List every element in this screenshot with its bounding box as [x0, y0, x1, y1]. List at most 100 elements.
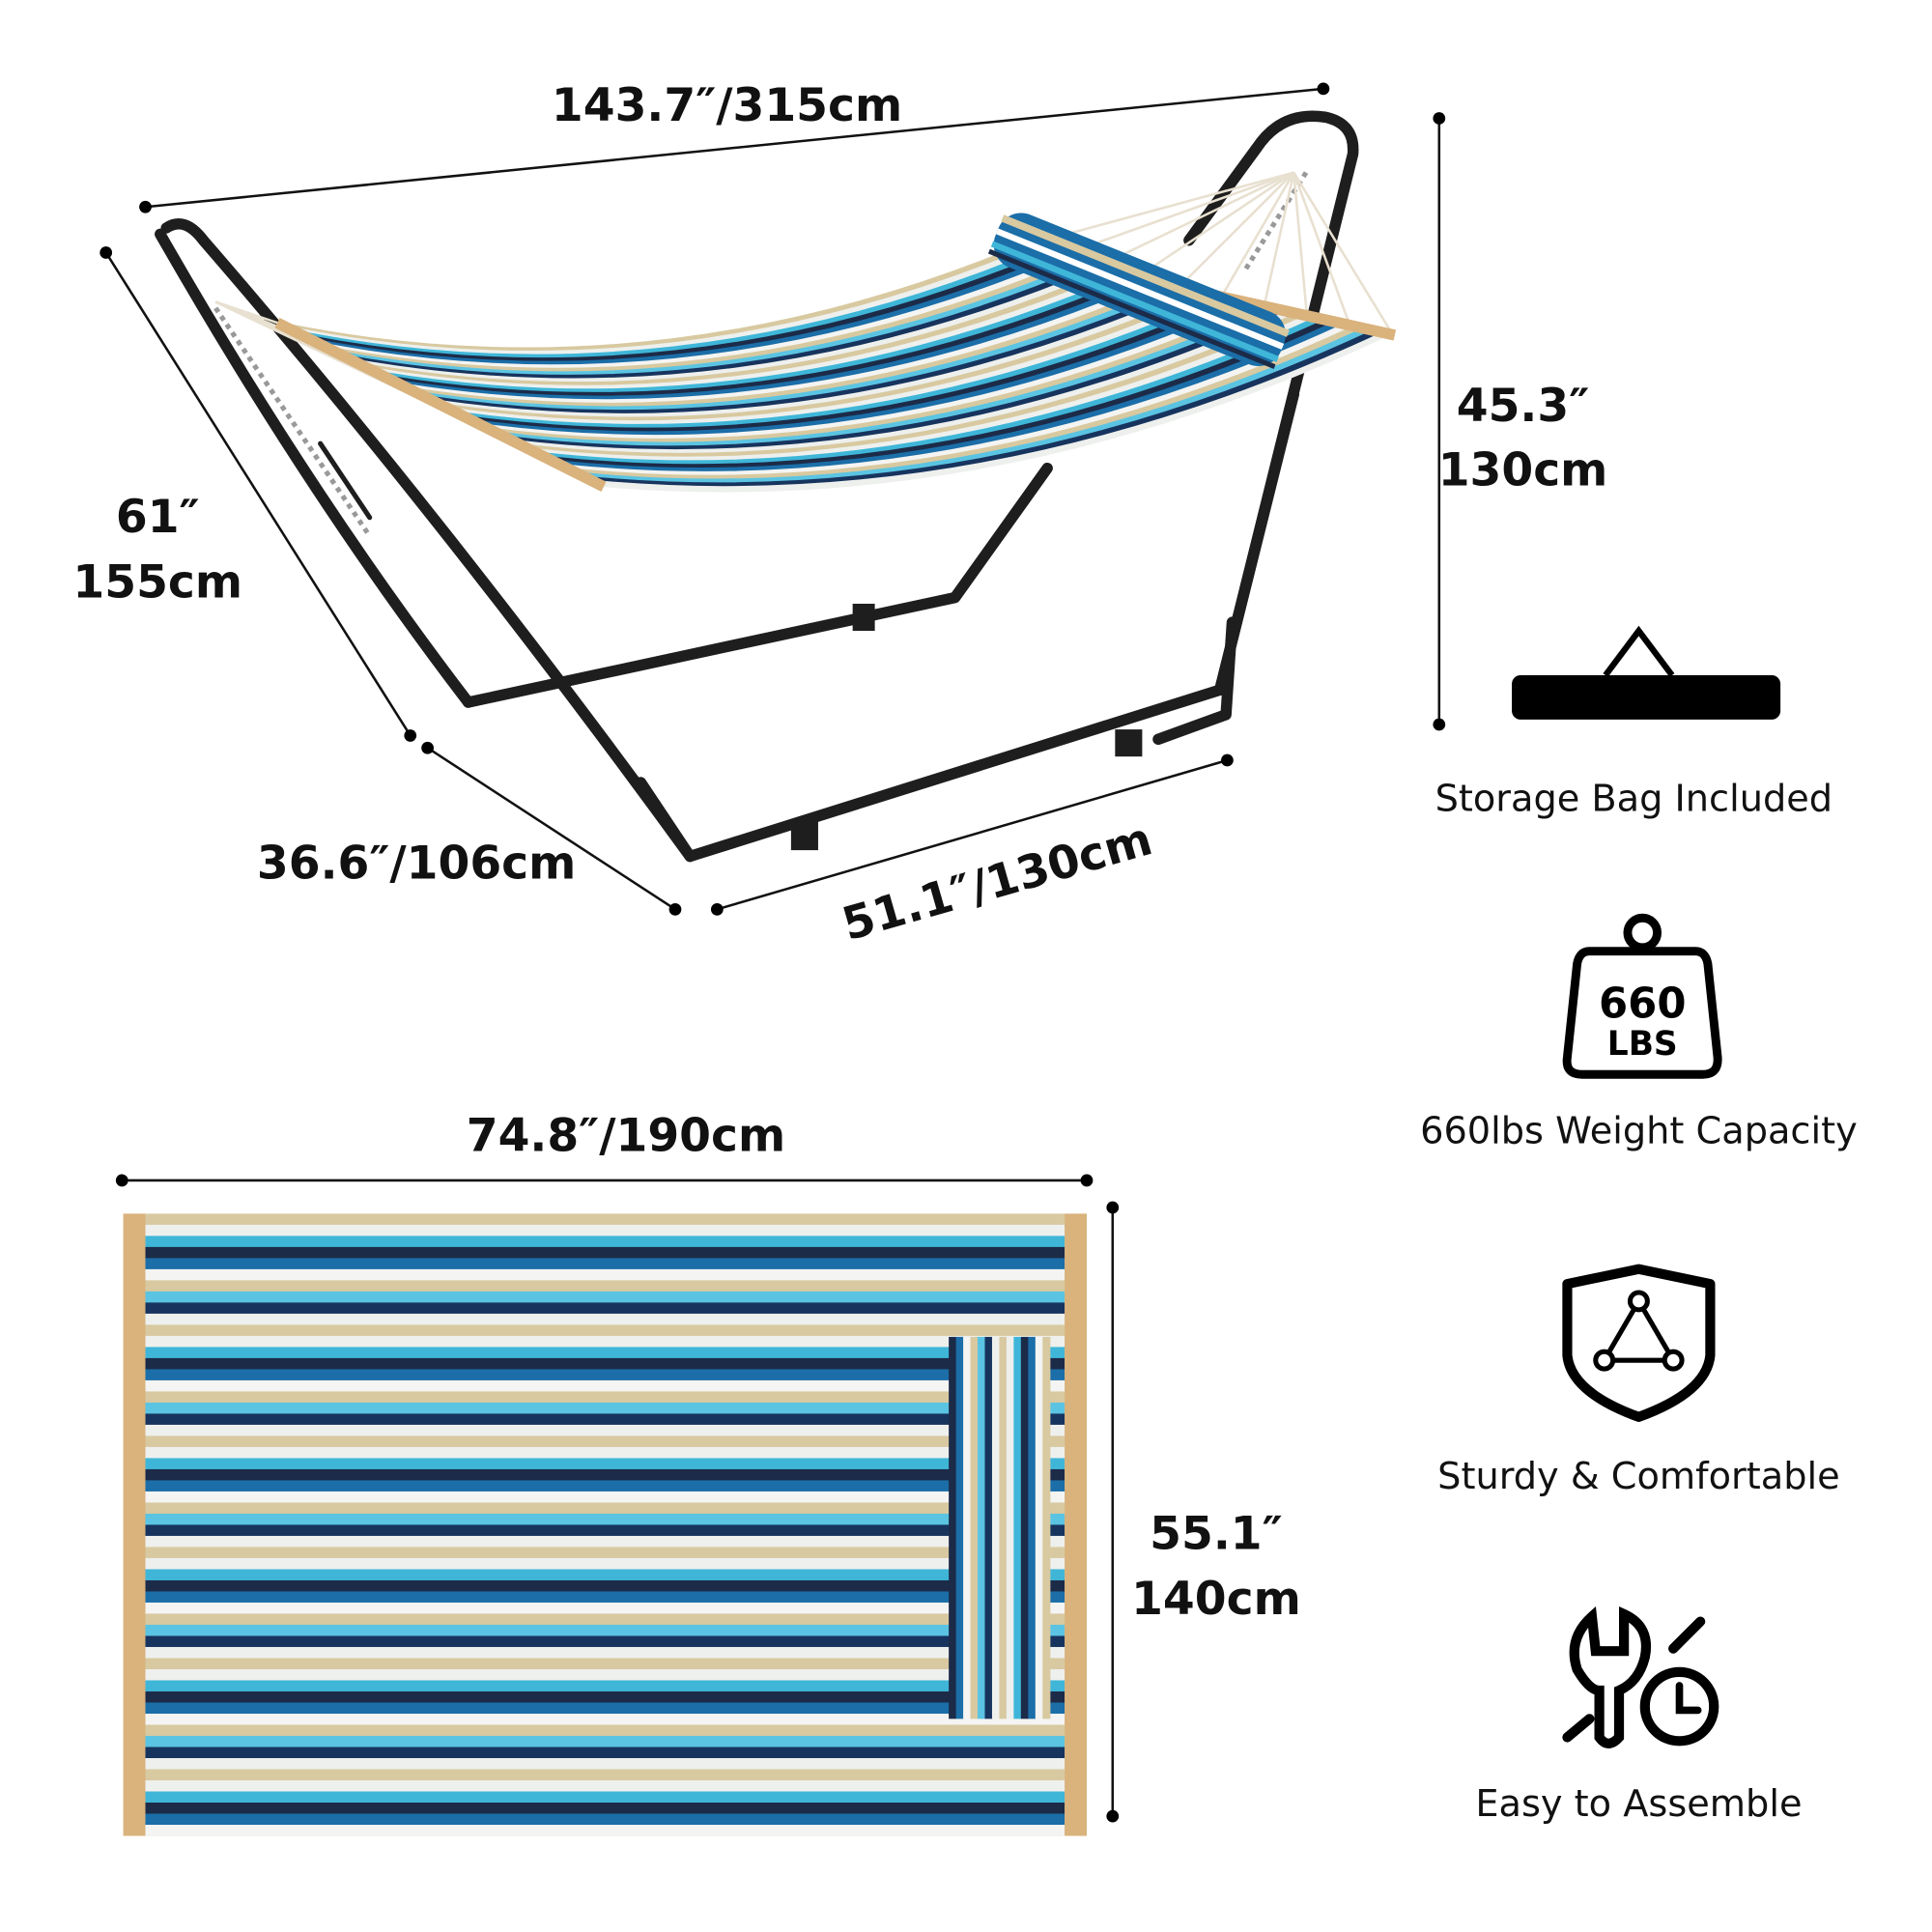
bed-stripe: [145, 1513, 1065, 1526]
diagonal-cm-label: 155cm: [72, 556, 242, 610]
bed-stripe: [145, 1713, 1065, 1726]
bed-stripe: [145, 1547, 1065, 1559]
frame: [155, 110, 1359, 863]
base-width-label: 36.6″/106cm: [257, 837, 576, 890]
storage-bag-icon: [1512, 625, 1781, 720]
bed-width-in-label: 55.1″: [1150, 1507, 1283, 1560]
hammock-stripe: [460, 294, 1226, 431]
pillow-stripe: [949, 1336, 957, 1719]
bed-stripe: [145, 1658, 1065, 1670]
bed-stripe: [145, 1391, 1065, 1404]
hammock-stripe: [396, 277, 1149, 402]
hammock-stripe: [404, 279, 1158, 406]
bed-stripe: [145, 1680, 1065, 1692]
hammock-stripe: [540, 315, 1322, 467]
bed-stripe: [145, 1357, 1065, 1371]
bed-stripe: [145, 1769, 1065, 1781]
bed-stripe: [145, 1413, 1065, 1426]
pillow-stripe: [963, 1336, 972, 1719]
weight-number: 660: [1599, 980, 1687, 1029]
hammock-stripe: [573, 324, 1360, 482]
pillow-stripe: [1035, 1336, 1043, 1719]
frame-bracket: [790, 819, 818, 851]
bed-stripe: [145, 1646, 1065, 1660]
bed-stripe: [145, 1369, 1065, 1381]
hammock-stripe: [581, 326, 1370, 485]
bed-stripe: [145, 1480, 1065, 1492]
frame-bracket: [1115, 729, 1143, 757]
hammock-stripe: [517, 308, 1293, 456]
bed-stripe: [145, 1213, 1065, 1226]
bed-stripe: [145, 1702, 1065, 1715]
hammock-stripe: [476, 298, 1245, 438]
bed-stripe: [145, 1690, 1065, 1704]
hammock-stripe: [469, 296, 1236, 434]
rope: [1220, 171, 1295, 298]
bed-stripe: [145, 1602, 1065, 1615]
tools-clock-icon: [1562, 1605, 1719, 1748]
weight-unit: LBS: [1607, 1025, 1678, 1064]
rope: [1263, 172, 1295, 307]
pillow-3d: [987, 213, 1290, 369]
bed-stripe: [145, 1324, 1065, 1337]
hammock-stripe: [525, 311, 1303, 460]
height-in-label: 45.3″: [1457, 380, 1590, 433]
pillow-stripe: [978, 1336, 986, 1719]
frame-bracket: [852, 604, 875, 632]
bed-stripe: [145, 1335, 1065, 1349]
hammock-stripe: [493, 302, 1264, 445]
pillow-top: [949, 1336, 1051, 1719]
bed-stripe: [145, 1624, 1065, 1637]
bed-stripe: [145, 1803, 1065, 1815]
bed-stripe: [145, 1757, 1065, 1771]
weight-icon: 660 LBS: [1562, 913, 1722, 1079]
pillow-stripe: [1020, 1336, 1029, 1719]
bed-stripe: [145, 1280, 1065, 1293]
bed-stripe: [145, 1502, 1065, 1515]
bed-stripe: [145, 1491, 1065, 1504]
rope: [1178, 171, 1295, 289]
hammock-stripe: [372, 270, 1121, 392]
bed-stripe: [145, 1557, 1065, 1571]
pillow-stripe: [1028, 1336, 1037, 1719]
feature-sturdy: Sturdy & Comfortable: [1437, 1264, 1840, 1498]
pillow-stripe: [955, 1336, 964, 1719]
bed-stripe: [145, 1791, 1065, 1804]
hammock-stripe: [549, 317, 1331, 470]
pillow-stripe: [984, 1336, 993, 1719]
bed-stripe: [145, 1591, 1065, 1604]
rope: [1135, 171, 1294, 279]
bed-stripe: [145, 1635, 1065, 1648]
hammock-stripe: [420, 283, 1178, 412]
rope: [1093, 171, 1294, 270]
hammock-stripe: [500, 304, 1274, 448]
feature-storage-bag: Storage Bag Included: [1435, 625, 1833, 820]
bed-stripe: [145, 1535, 1065, 1548]
bed-stripe: [145, 1313, 1065, 1326]
bed-stripe: [145, 1579, 1065, 1593]
pillow-stripe: [970, 1336, 979, 1719]
left-spreader-bar: [274, 318, 607, 492]
hammock-stripe: [556, 319, 1341, 474]
feature-label: 660lbs Weight Capacity: [1420, 1110, 1858, 1153]
pillow-stripe: [1006, 1336, 1015, 1719]
bed-stripe: [145, 1268, 1065, 1282]
bed-stripe: [145, 1302, 1065, 1315]
hammock-stripe: [388, 275, 1139, 399]
feature-assemble: Easy to Assemble: [1475, 1605, 1803, 1826]
hammock-top-view: [123, 1213, 1087, 1837]
top-spreader-right: [1065, 1213, 1087, 1836]
top-spreader-left: [123, 1213, 146, 1836]
bed-stripe: [145, 1435, 1065, 1448]
hammock-stripe: [428, 286, 1187, 416]
bed-stripe: [145, 1446, 1065, 1460]
bed-stripe: [145, 1258, 1065, 1270]
hammock-stripe: [444, 290, 1207, 423]
hammock-stripe: [532, 313, 1313, 463]
bed-stripe: [145, 1458, 1065, 1470]
base-length-label: 51.1″/130cm: [837, 812, 1158, 952]
bed-stripe: [145, 1735, 1065, 1748]
hammock-stripe: [437, 288, 1197, 420]
hammock-stripe: [484, 300, 1255, 441]
